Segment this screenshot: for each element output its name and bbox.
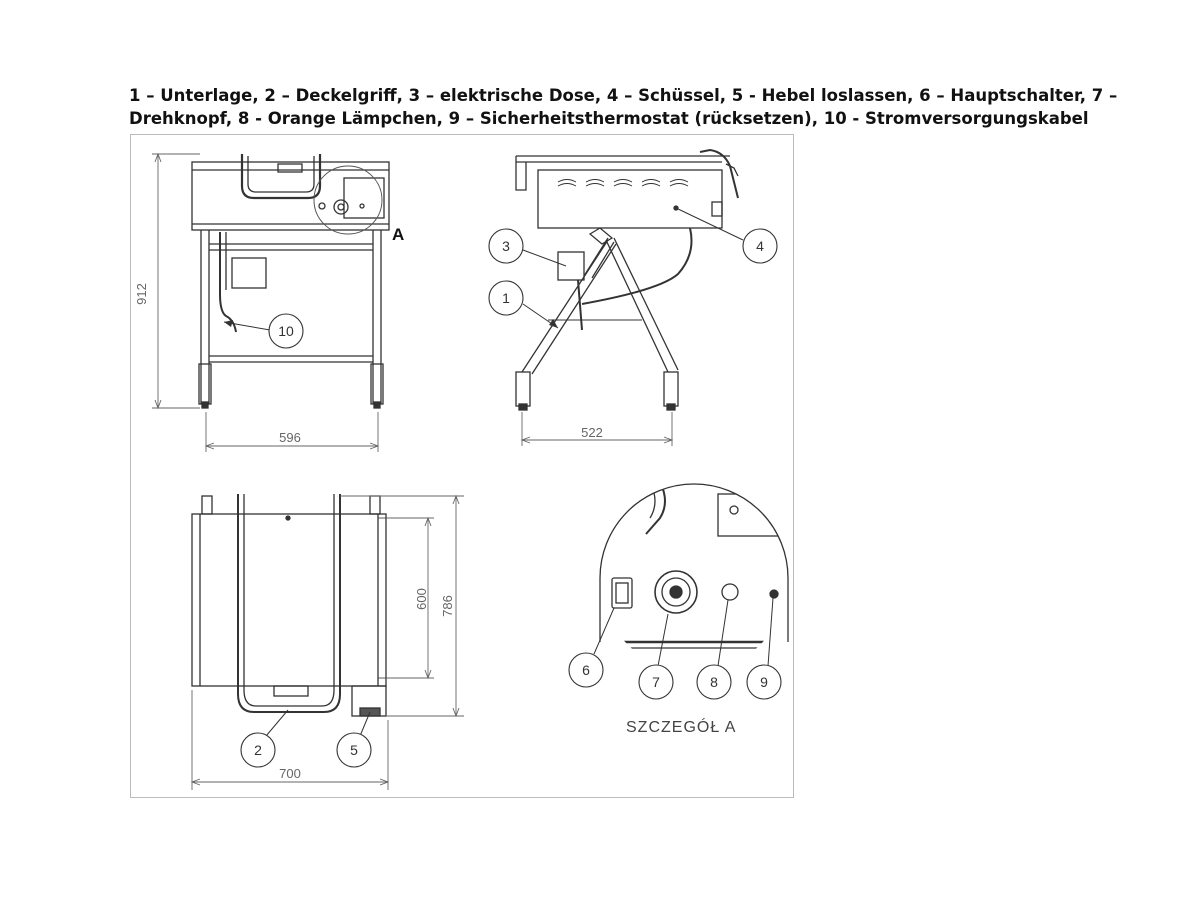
technical-drawing: 912 596 A 10 <box>130 134 794 798</box>
legend: 1 – Unterlage, 2 – Deckelgriff, 3 – elek… <box>129 84 1129 130</box>
callout-4: 4 <box>675 207 778 264</box>
svg-text:4: 4 <box>756 238 764 254</box>
svg-text:10: 10 <box>278 323 294 339</box>
svg-text:7: 7 <box>652 674 660 690</box>
top-view <box>191 494 387 717</box>
dimension-522: 522 <box>581 425 603 440</box>
callout-6: 6 <box>568 607 615 688</box>
callout-8: 8 <box>696 599 732 700</box>
front-view <box>191 154 390 409</box>
side-view <box>515 148 739 411</box>
side-dimensions <box>520 412 674 446</box>
detail-title: SZCZEGÓŁ A <box>626 717 736 736</box>
top-dimensions <box>190 494 464 790</box>
dimension-786: 786 <box>440 595 455 617</box>
dimension-596: 596 <box>279 430 301 445</box>
svg-text:5: 5 <box>350 742 358 758</box>
svg-text:1: 1 <box>502 290 510 306</box>
callout-10: 10 <box>223 313 304 349</box>
callout-3: 3 <box>488 228 567 267</box>
callout-2: 2 <box>240 709 289 768</box>
legend-line-1: 1 – Unterlage, 2 – Deckelgriff, 3 – elek… <box>129 86 1118 105</box>
callout-1: 1 <box>488 280 559 329</box>
callout-5: 5 <box>336 711 372 768</box>
svg-text:9: 9 <box>760 674 768 690</box>
detail-marker-a: A <box>392 225 404 244</box>
svg-text:3: 3 <box>502 238 510 254</box>
dimension-700: 700 <box>279 766 301 781</box>
dimension-912: 912 <box>134 283 149 305</box>
callout-9: 9 <box>746 597 782 700</box>
svg-text:2: 2 <box>254 742 262 758</box>
front-dimensions <box>152 152 380 452</box>
legend-line-2: Drehknopf, 8 - Orange Lämpchen, 9 – Sich… <box>129 109 1089 128</box>
svg-text:8: 8 <box>710 674 718 690</box>
dimension-600: 600 <box>414 588 429 610</box>
callout-7: 7 <box>638 613 674 700</box>
svg-text:6: 6 <box>582 662 590 678</box>
